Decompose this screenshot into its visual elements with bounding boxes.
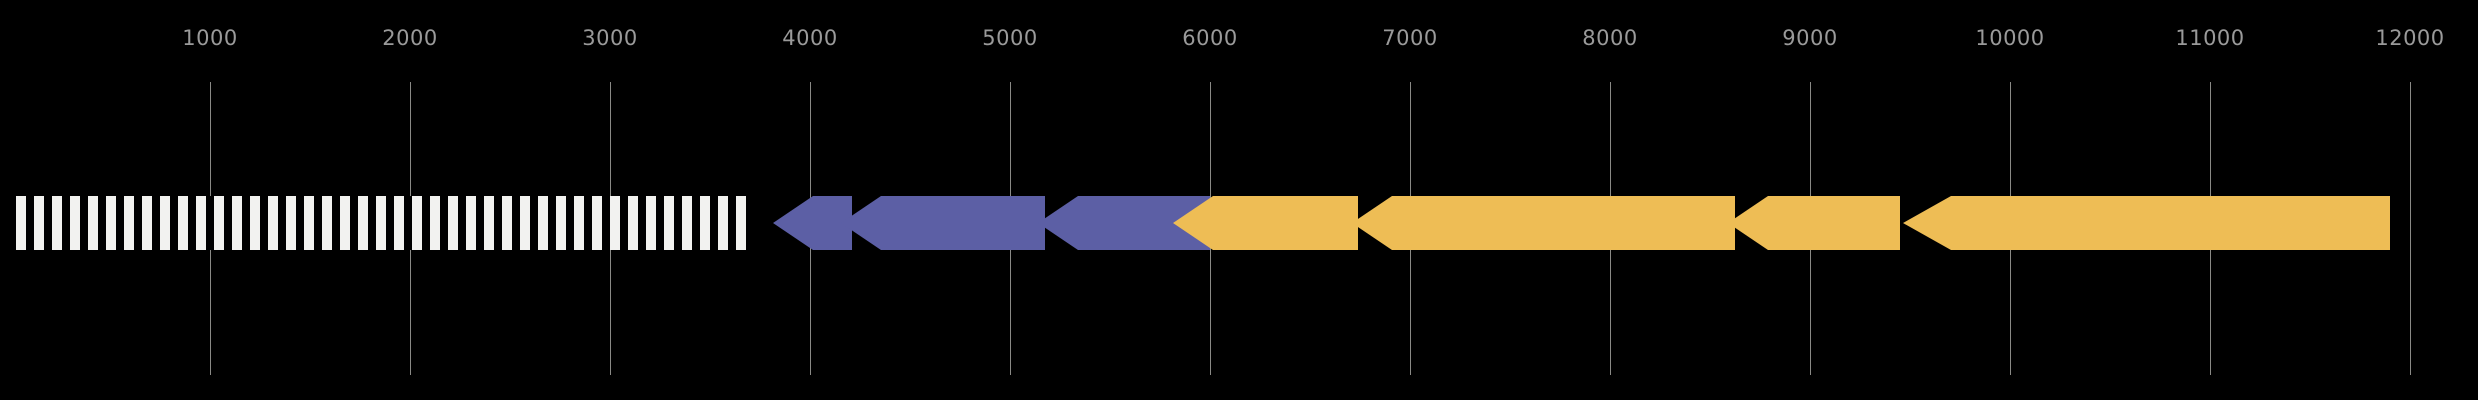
feature-blue-arrow-1[interactable] <box>773 196 852 250</box>
feature-yellow-arrow-1[interactable] <box>1173 196 1358 250</box>
axis-tick-label-11000: 11000 <box>2175 26 2245 50</box>
feature-yellow-arrow-2[interactable] <box>1352 196 1735 250</box>
arrow-shape <box>841 196 1045 250</box>
axis-tick-label-5000: 5000 <box>982 26 1038 50</box>
axis-tick-label-12000: 12000 <box>2375 26 2445 50</box>
arrow-shape <box>1728 196 1900 250</box>
feature-striped-region[interactable] <box>8 196 748 250</box>
arrow-shape <box>1173 196 1358 250</box>
feature-yellow-arrow-3[interactable] <box>1728 196 1900 250</box>
axis-tick-label-6000: 6000 <box>1182 26 1238 50</box>
axis-tick-label-4000: 4000 <box>782 26 838 50</box>
axis-tick-label-8000: 8000 <box>1582 26 1638 50</box>
arrow-shape <box>1352 196 1735 250</box>
arrow-shape <box>773 196 852 250</box>
feature-blue-arrow-3[interactable] <box>1038 196 1210 250</box>
axis-tick-label-3000: 3000 <box>582 26 638 50</box>
axis-tick-label-1000: 1000 <box>182 26 238 50</box>
feature-yellow-arrow-4[interactable] <box>1903 196 2390 250</box>
arrow-shape <box>1903 196 2390 250</box>
arrow-shape <box>1038 196 1210 250</box>
axis-tick-label-9000: 9000 <box>1782 26 1838 50</box>
axis-tick-label-7000: 7000 <box>1382 26 1438 50</box>
axis-gridline-12000 <box>2410 82 2411 375</box>
axis-tick-label-2000: 2000 <box>382 26 438 50</box>
axis-tick-label-10000: 10000 <box>1975 26 2045 50</box>
feature-blue-arrow-2[interactable] <box>841 196 1045 250</box>
